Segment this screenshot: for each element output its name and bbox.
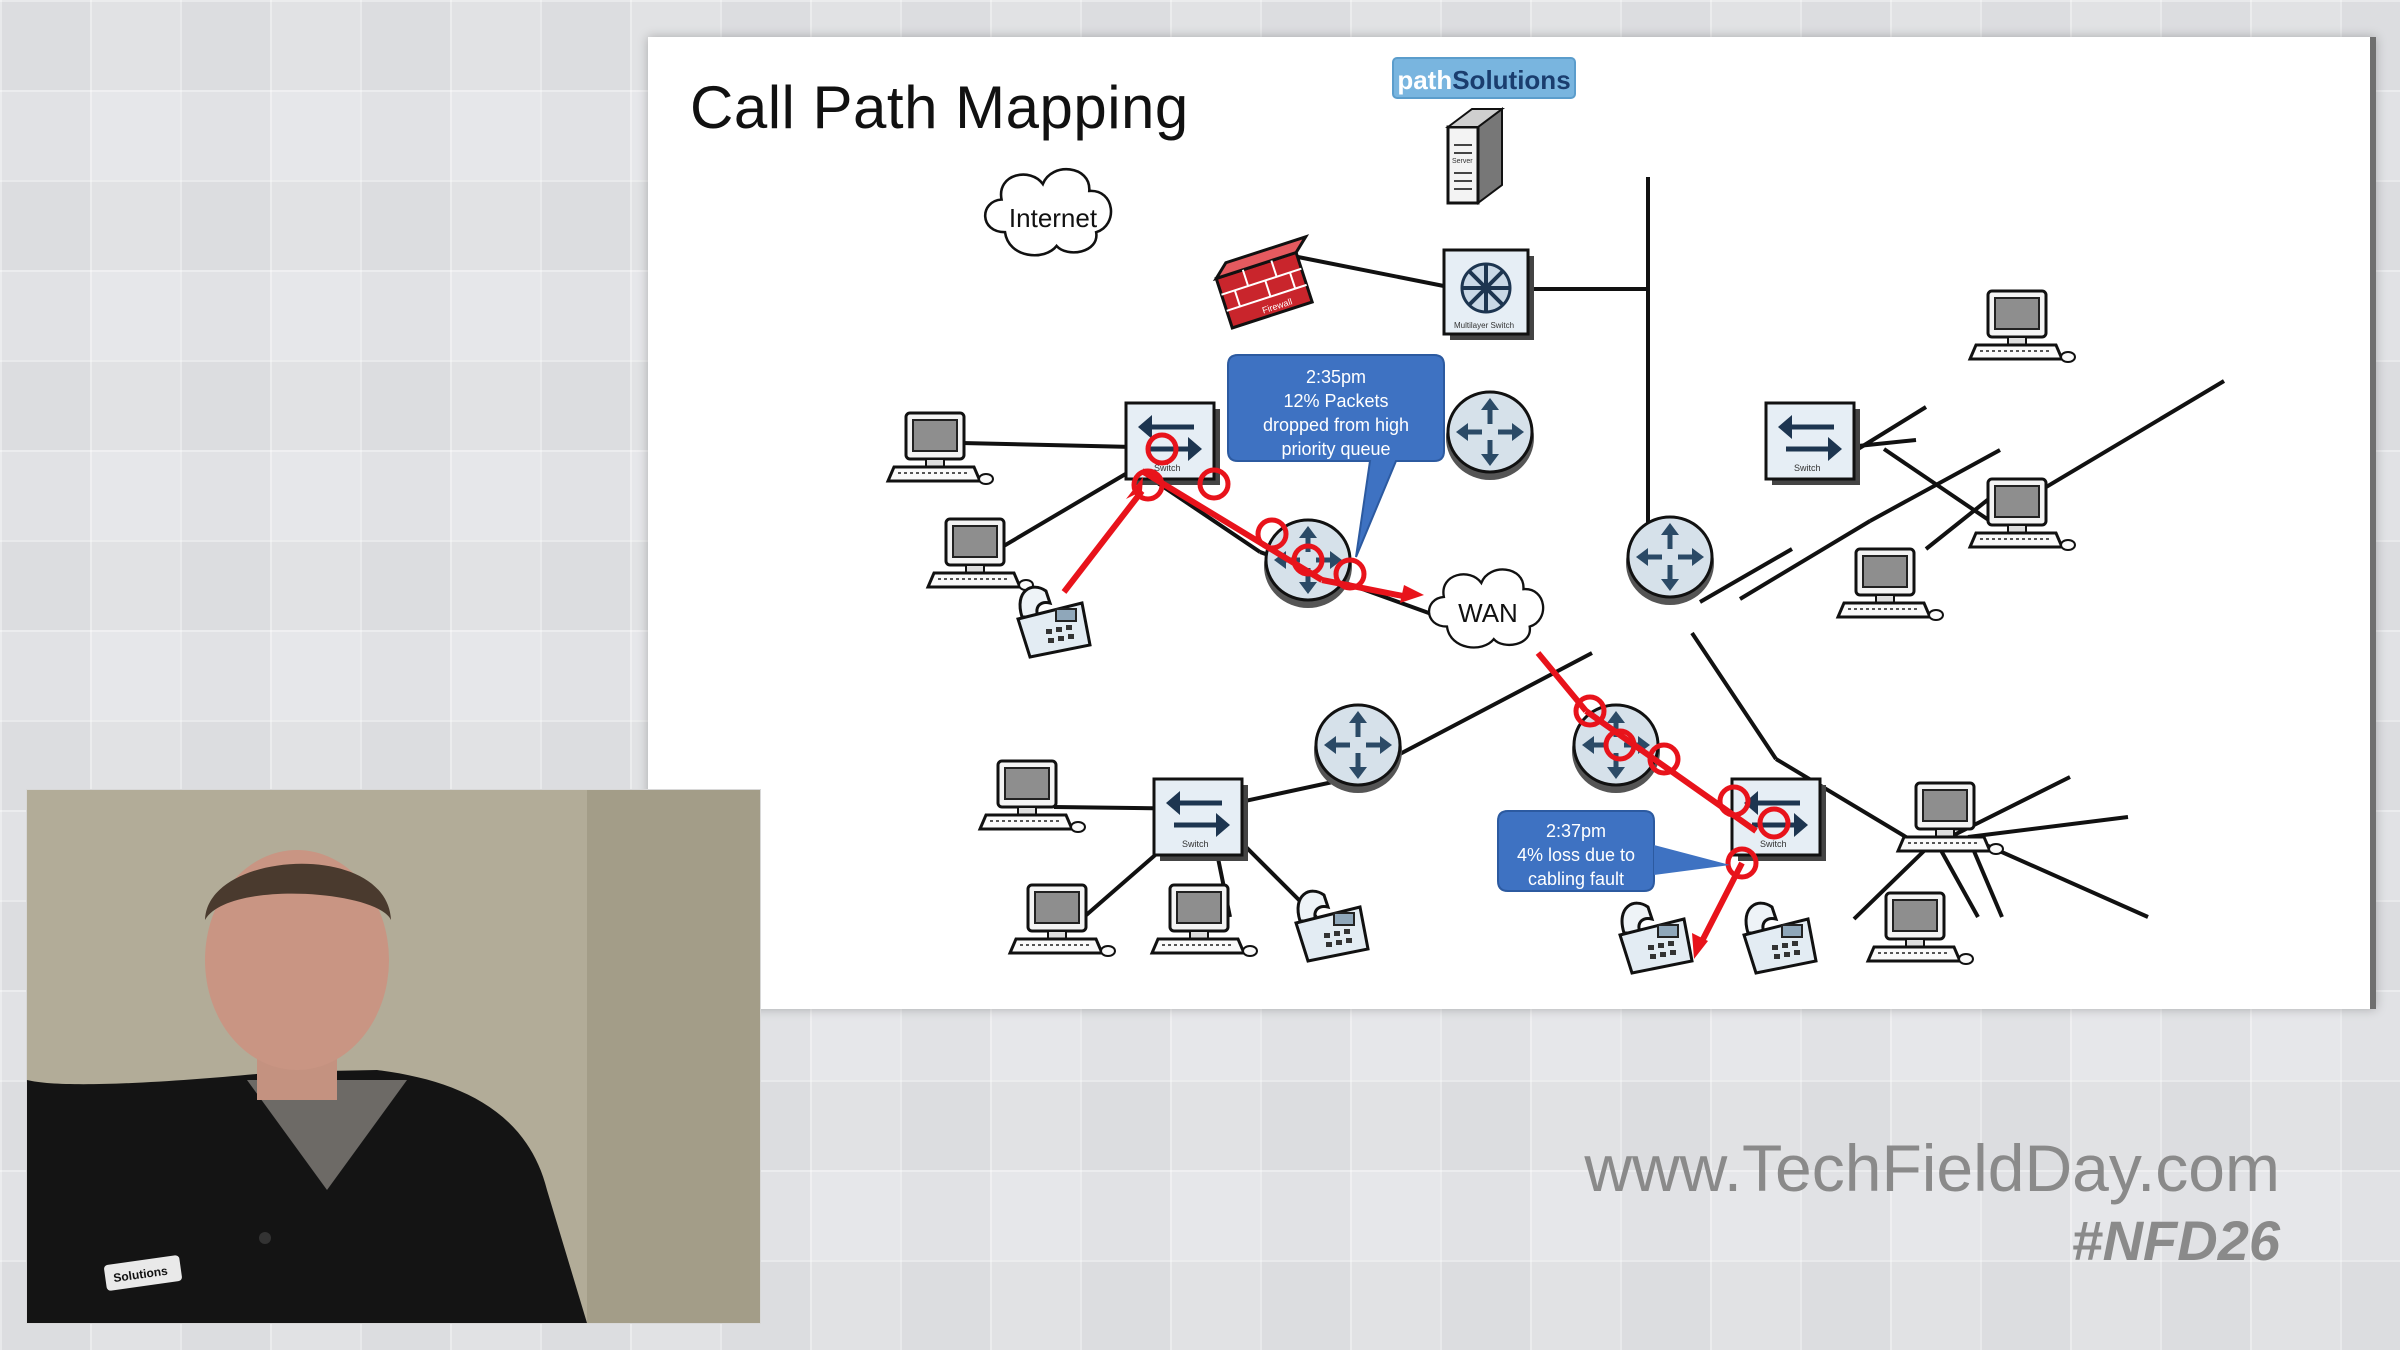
callout-2-time: 2:37pm (1546, 821, 1606, 841)
pathsolutions-logo: pathSolutions (1392, 57, 1576, 99)
ip-phone-icon (1618, 901, 1694, 975)
event-website: www.TechFieldDay.com (1584, 1131, 2280, 1205)
callout-2-line-2: cabling fault (1528, 869, 1624, 889)
path-arrow-head (1692, 933, 1708, 959)
presenter-video: Solutions (26, 789, 761, 1324)
callout-1-line-3: priority queue (1281, 439, 1390, 459)
computer-icon (1866, 891, 1975, 966)
server-label: Server (1452, 158, 1473, 165)
server-icon: Server (1445, 107, 1505, 205)
ip-phone-icon (1294, 889, 1370, 963)
logo-text-solutions: Solutions (1452, 65, 1571, 95)
computer-icon (1836, 547, 1945, 622)
firewall-icon: Firewall (1212, 234, 1315, 330)
wan-label: WAN (1458, 598, 1518, 628)
computer-icon (978, 759, 1087, 834)
computer-icon (1150, 883, 1259, 958)
logo-text-path: path (1397, 65, 1453, 95)
slide-title: Call Path Mapping (690, 74, 1189, 141)
presentation-slide: Call Path Mapping pathSolutions (648, 37, 2376, 1009)
slide-edge (2370, 37, 2376, 1009)
router-icon-right (1626, 517, 1714, 605)
internet-label: Internet (1009, 203, 1098, 233)
computer-icon (886, 411, 995, 486)
call-path-segment-2 (1535, 651, 1758, 947)
computer-icon (1008, 883, 1117, 958)
callout-1-time: 2:35pm (1306, 367, 1366, 387)
switch-icon-right (1766, 403, 1860, 485)
switch-icon-bottom-left (1154, 779, 1248, 861)
packet-loss-markers (1131, 432, 1791, 880)
router-icon-bottom-right (1572, 705, 1660, 793)
event-hashtag: #NFD26 (2071, 1209, 2280, 1272)
computer-icon (1968, 289, 2077, 364)
callout-1-line-2: dropped from high (1263, 415, 1409, 435)
callout-2-line-1: 4% loss due to (1517, 845, 1635, 865)
callout-high-priority-drop: 2:35pm 12% Packets dropped from high pri… (1227, 354, 1445, 558)
router-icon-bottom-left (1314, 705, 1402, 793)
multilayer-switch-icon: Multilayer Switch (1442, 248, 1534, 340)
presenter-figure: Solutions (27, 790, 760, 1323)
path-arrow-head (1400, 585, 1424, 603)
computer-icon (926, 517, 1035, 592)
network-diagram: Switch (886, 107, 2226, 975)
ip-phone-icon (1016, 585, 1092, 659)
multilayer-switch-label: Multilayer Switch (1454, 321, 1514, 330)
ip-phone-icon (1742, 901, 1818, 975)
callout-1-line-1: 12% Packets (1283, 391, 1388, 411)
computer-icon (1968, 477, 2077, 552)
router-icon-top (1446, 392, 1534, 480)
callout-cabling-fault: 2:37pm 4% loss due to cabling fault (1497, 810, 1730, 892)
